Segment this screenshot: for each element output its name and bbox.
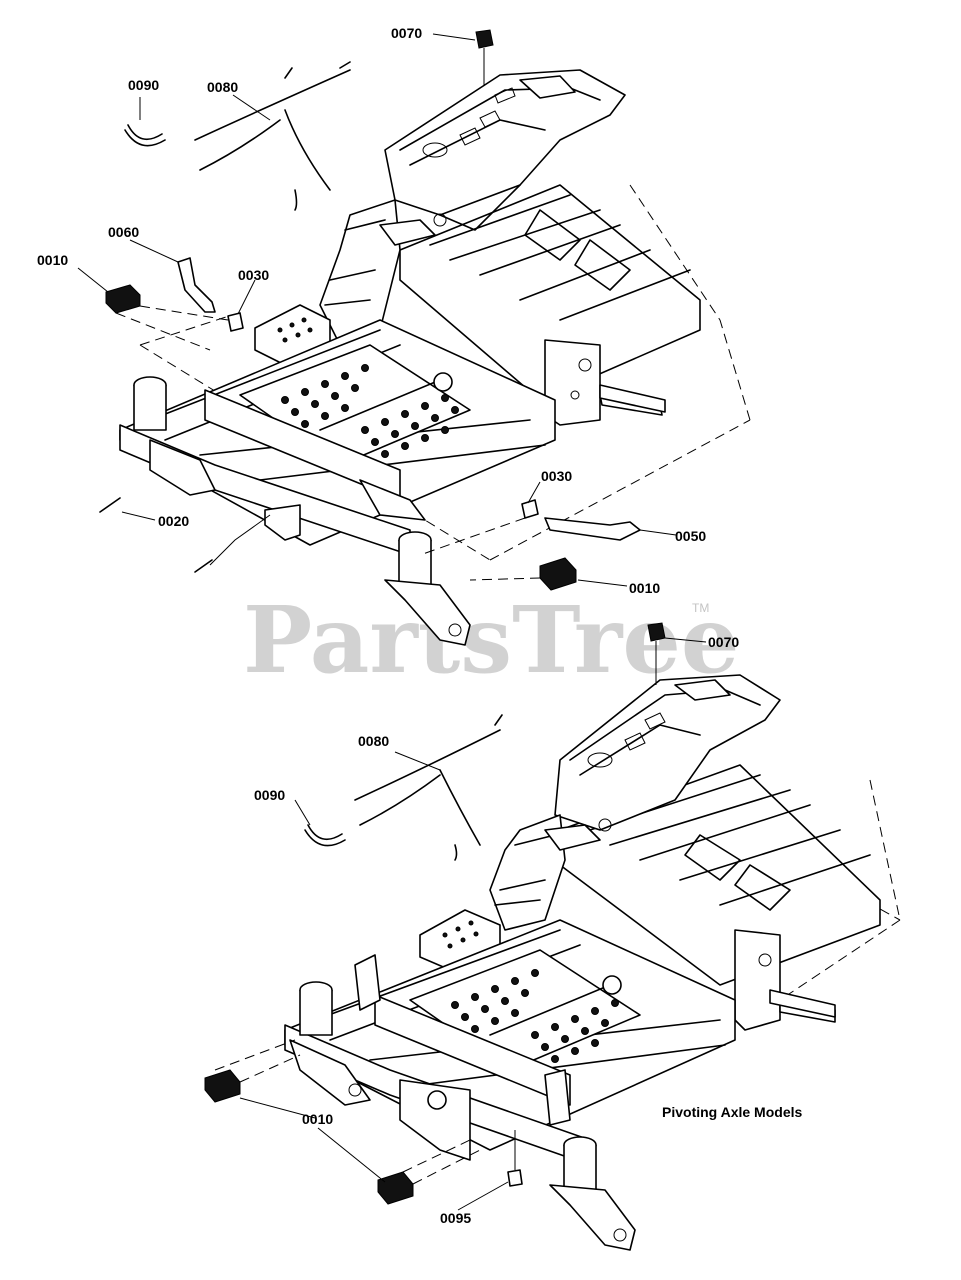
- callout-top-0020: 0020: [158, 513, 189, 529]
- callout-top-0060: 0060: [108, 224, 139, 240]
- callout-bottom-0090: 0090: [254, 787, 285, 803]
- console-tower-bottom: [489, 674, 781, 931]
- pivoting-axle-caption: Pivoting Axle Models: [662, 1104, 802, 1120]
- callout-top-0050: 0050: [675, 528, 706, 544]
- part-0090-bottom: [304, 824, 346, 847]
- rear-frame-top: [399, 184, 701, 426]
- part-0020-top-b: [194, 559, 213, 573]
- part-0030-top-left: [227, 312, 244, 332]
- callout-bottom-0070: 0070: [708, 634, 739, 650]
- top-assembly: [77, 29, 751, 646]
- callout-top-0070: 0070: [391, 25, 422, 41]
- part-0010-top-left: [105, 284, 141, 314]
- part-0010-bottom-a: [204, 1069, 241, 1103]
- part-0030-top-right: [521, 499, 539, 519]
- callout-top-0090: 0090: [128, 77, 159, 93]
- watermark: PartsTree TM: [243, 586, 739, 694]
- console-tower-top: [319, 69, 626, 346]
- part-0090-top: [124, 124, 166, 147]
- callout-top-0010-right: 0010: [629, 580, 660, 596]
- part-0070-top: [475, 29, 494, 85]
- callout-bottom-0080: 0080: [358, 733, 389, 749]
- part-0020-top-a: [99, 497, 121, 513]
- main-frame-top: [119, 319, 666, 646]
- callout-bottom-0095: 0095: [440, 1210, 471, 1226]
- watermark-text: PartsTree: [243, 586, 739, 694]
- callout-top-0030-left: 0030: [238, 267, 269, 283]
- callout-labels: 0070 0090 0080 0060 0010 0030 0030 0020 …: [37, 25, 802, 1226]
- part-0050-top: [544, 517, 641, 541]
- part-0080-bottom: [354, 714, 503, 861]
- callout-top-0010-left: 0010: [37, 252, 68, 268]
- part-0010-bottom-b: [377, 1171, 414, 1205]
- part-0070-bottom: [647, 622, 666, 685]
- callout-bottom-0010: 0010: [302, 1111, 333, 1127]
- watermark-tm: TM: [692, 601, 709, 615]
- bottom-assembly: [204, 622, 901, 1251]
- part-0060-top: [177, 257, 216, 313]
- rear-frame-bottom: [559, 764, 881, 1031]
- main-frame-bottom: [284, 919, 836, 1251]
- callout-top-0030-right: 0030: [541, 468, 572, 484]
- callout-top-0080: 0080: [207, 79, 238, 95]
- part-0095-bottom: [507, 1169, 523, 1187]
- part-0080-top: [194, 61, 351, 211]
